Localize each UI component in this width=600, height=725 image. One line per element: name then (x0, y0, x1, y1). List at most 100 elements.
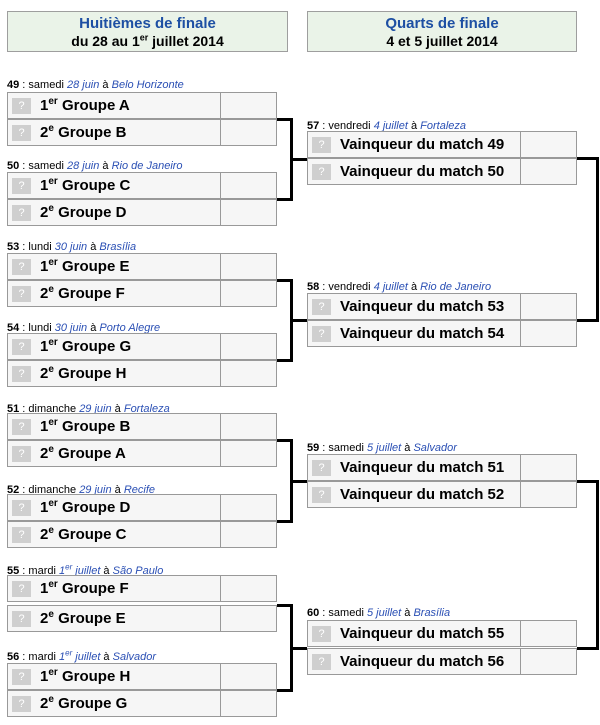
unknown-flag-icon: ? (12, 419, 31, 435)
qf-team-name: Vainqueur du match 51 (340, 459, 505, 476)
qf-team-row: ?Vainqueur du match 56 (307, 648, 577, 675)
match-date-link[interactable]: 29 juin (79, 403, 111, 415)
r16-team-row: ? 1er Groupe B (7, 413, 277, 440)
match-caption: 49 : samedi 28 juin à Belo Horizonte (7, 79, 184, 91)
rank-number: 1 (40, 668, 49, 685)
match-date-link[interactable]: 30 juin (55, 241, 87, 253)
match-day: vendredi (328, 120, 371, 132)
score-divider (520, 321, 521, 346)
r16-team-name: 1er Groupe A (40, 97, 130, 115)
r16-team-row: ?2e Groupe D (7, 199, 277, 226)
match-date-link[interactable]: 30 juin (55, 322, 87, 334)
match-date: 28 juin (66, 79, 100, 91)
match-venue-link[interactable]: São Paulo (112, 565, 164, 577)
qf-team-row: ?Vainqueur du match 50 (307, 158, 577, 185)
r16-team-name: 1er Groupe B (40, 418, 130, 436)
unknown-flag-icon: ? (12, 125, 31, 141)
match-day: dimanche (28, 484, 77, 496)
match-caption: 60 : samedi 5 juillet à Brasília (307, 607, 451, 619)
group-name: Groupe E (57, 258, 130, 275)
rank-suffix: er (48, 579, 58, 590)
rank-suffix: er (48, 337, 58, 348)
match-venue-link[interactable]: Fortaleza (123, 403, 170, 415)
unknown-flag-icon: ? (12, 178, 31, 194)
score-divider (520, 294, 521, 319)
group-name: Groupe A (57, 97, 130, 114)
match-date-link[interactable]: 5 juillet (366, 607, 402, 619)
group-name: Groupe C (57, 177, 131, 194)
match-date-link[interactable]: 29 juin (79, 484, 111, 496)
bracket-connector (596, 480, 599, 650)
match-date-link[interactable]: 4 juillet (373, 120, 408, 132)
rank-suffix: er (48, 498, 58, 509)
quarter-finals-dates: 4 et 5 juillet 2014 (386, 33, 498, 49)
match-venue-link[interactable]: Brasília (99, 241, 137, 253)
r16-team-row: ?2e Groupe G (7, 690, 277, 717)
r16-team-name: 1er Groupe F (40, 579, 129, 598)
qf-team-row: ?Vainqueur du match 52 (307, 481, 577, 508)
r16-team-row: ?1er Groupe G (7, 333, 277, 360)
match-venue-link[interactable]: Salvador (112, 651, 157, 663)
match-date: 29 juin (79, 403, 112, 415)
match-date-link[interactable]: 4 juillet (373, 281, 408, 293)
match-date-link[interactable]: 1er juillet (59, 649, 101, 663)
match-date-link[interactable]: 5 juillet (366, 442, 402, 454)
unknown-flag-icon: ? (12, 696, 31, 712)
match-venue-link[interactable]: Recife (123, 484, 156, 496)
match-caption: 52 : dimanche 29 juin à Recife (7, 484, 156, 496)
match-number: 54 (7, 322, 20, 334)
match-date-link[interactable]: 1er juillet (59, 563, 100, 577)
rank-number: 1 (40, 418, 49, 435)
rank-number: 2 (40, 695, 49, 712)
bracket-connector (290, 647, 307, 650)
rank-suffix: e (48, 203, 54, 214)
match-venue-link[interactable]: Belo Horizonte (111, 79, 184, 91)
rank-number: 1 (40, 97, 49, 114)
unknown-flag-icon: ? (312, 626, 331, 642)
match-number: 51 (7, 403, 20, 415)
match-caption: 53 : lundi 30 juin à Brasília (7, 241, 137, 253)
r16-team-name: 2e Groupe C (40, 526, 126, 544)
unknown-flag-icon: ? (12, 98, 31, 114)
match-venue-link[interactable]: Rio de Janeiro (420, 281, 492, 293)
score-divider (220, 495, 221, 520)
match-venue-link[interactable]: Fortaleza (420, 120, 467, 132)
bracket-connector (290, 319, 307, 322)
rank-suffix: e (48, 609, 54, 620)
group-name: Groupe H (57, 668, 131, 685)
rank-number: 2 (40, 445, 49, 462)
unknown-flag-icon: ? (312, 654, 331, 670)
match-date-rest: juillet (72, 651, 101, 663)
r16-team-row: ?2e Groupe C (7, 521, 277, 548)
bracket-connector (577, 480, 598, 483)
r16-team-row: ?2e Groupe H (7, 360, 277, 387)
match-venue-link[interactable]: Rio de Janeiro (111, 160, 183, 172)
r16-team-name: 1er Groupe D (40, 498, 130, 517)
qf-team-name: Vainqueur du match 49 (340, 136, 505, 153)
score-divider (220, 334, 221, 359)
match-date: 29 juin (79, 484, 112, 496)
r16-team-row: ?1er Groupe E (7, 253, 277, 280)
match-venue-link[interactable]: Salvador (413, 442, 457, 454)
match-date-link[interactable]: 28 juin (67, 79, 99, 91)
bracket-connector (290, 480, 307, 483)
qf-team-name: Vainqueur du match 54 (340, 325, 505, 342)
match-day: samedi (28, 79, 64, 91)
r16-team-row: ?2e Groupe B (7, 119, 277, 146)
match-venue-link[interactable]: Brasília (413, 607, 451, 619)
r16-team-row: ? 1er Groupe C (7, 172, 277, 199)
rank-number: 1 (40, 499, 49, 516)
match-date-link[interactable]: 28 juin (67, 160, 99, 172)
unknown-flag-icon: ? (12, 581, 31, 597)
unknown-flag-icon: ? (12, 446, 31, 462)
match-date: 30 juin (54, 322, 88, 334)
score-divider (520, 621, 521, 646)
bracket-connector (290, 158, 307, 161)
unknown-flag-icon: ? (312, 299, 331, 315)
score-divider (520, 159, 521, 184)
unknown-flag-icon: ? (12, 611, 31, 627)
r16-team-name: 1er Groupe C (40, 177, 131, 195)
match-venue-link[interactable]: Porto Alegre (99, 322, 161, 334)
score-divider (220, 200, 221, 225)
score-divider (220, 173, 221, 198)
